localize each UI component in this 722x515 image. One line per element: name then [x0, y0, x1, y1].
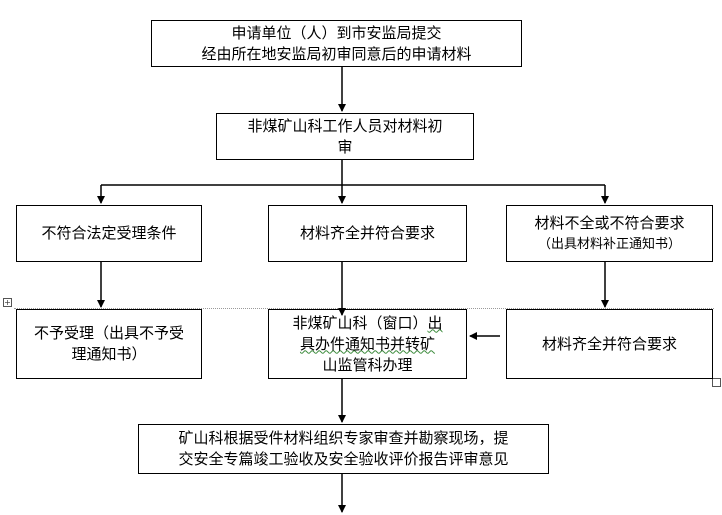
apply-line2: 经由所在地安监局初审同意后的申请材料 [201, 44, 472, 63]
window-line1-b: 出 [427, 313, 443, 332]
apply-line1: 申请单位（人）到市安监局提交 [231, 23, 442, 42]
expert-review-box: 矿山科根据受件材料组织专家审查并勘察现场，提 交安全专篇竣工验收及安全验收评价报… [138, 424, 549, 474]
window-line3: 山监管科办理 [322, 355, 413, 374]
complete-line1: 材料齐全并符合要求 [299, 224, 435, 242]
incomplete-line2: （出具材料补正通知书） [537, 236, 681, 252]
window-box: 非煤矿山科（窗口）出 具办件通知书并转矿 山监管科办理 [268, 309, 467, 379]
resubmitted-box: 材料齐全并符合要求 [506, 309, 713, 379]
grid-line [14, 308, 714, 309]
expert-review-line2: 交安全专篇竣工验收及安全验收评价报告评审意见 [178, 450, 509, 468]
incomplete-line1: 材料不全或不符合要求 [534, 213, 685, 232]
reject-box: 不予受理（出具不予受 理通知书） [16, 309, 202, 379]
initial-review-line1: 非煤矿山科工作人员对材料初 [247, 116, 443, 135]
reject-line2: 理通知书） [71, 345, 147, 363]
not-qualified-box: 不符合法定受理条件 [16, 205, 202, 262]
apply-box: 申请单位（人）到市安监局提交 经由所在地安监局初审同意后的申请材料 [151, 20, 522, 67]
initial-review-box: 非煤矿山科工作人员对材料初 审 [216, 113, 474, 160]
move-handle-icon[interactable]: + [3, 298, 12, 307]
reject-line1: 不予受理（出具不予受 [33, 324, 184, 342]
window-line1-a: 非煤矿山科（窗口） [292, 313, 428, 332]
not-qualified-line1: 不符合法定受理条件 [41, 224, 177, 242]
resize-handle-icon[interactable] [712, 378, 721, 387]
window-line1: 非煤矿山科（窗口）出 [292, 313, 442, 334]
window-line2: 具办件通知书并转矿 [299, 334, 435, 353]
complete-box: 材料齐全并符合要求 [268, 205, 467, 262]
initial-review-line2: 审 [337, 137, 353, 156]
incomplete-box: 材料不全或不符合要求 （出具材料补正通知书） [506, 205, 713, 262]
expert-review-line1: 矿山科根据受件材料组织专家审查并勘察现场，提 [178, 429, 509, 447]
resubmitted-line1: 材料齐全并符合要求 [541, 334, 677, 353]
